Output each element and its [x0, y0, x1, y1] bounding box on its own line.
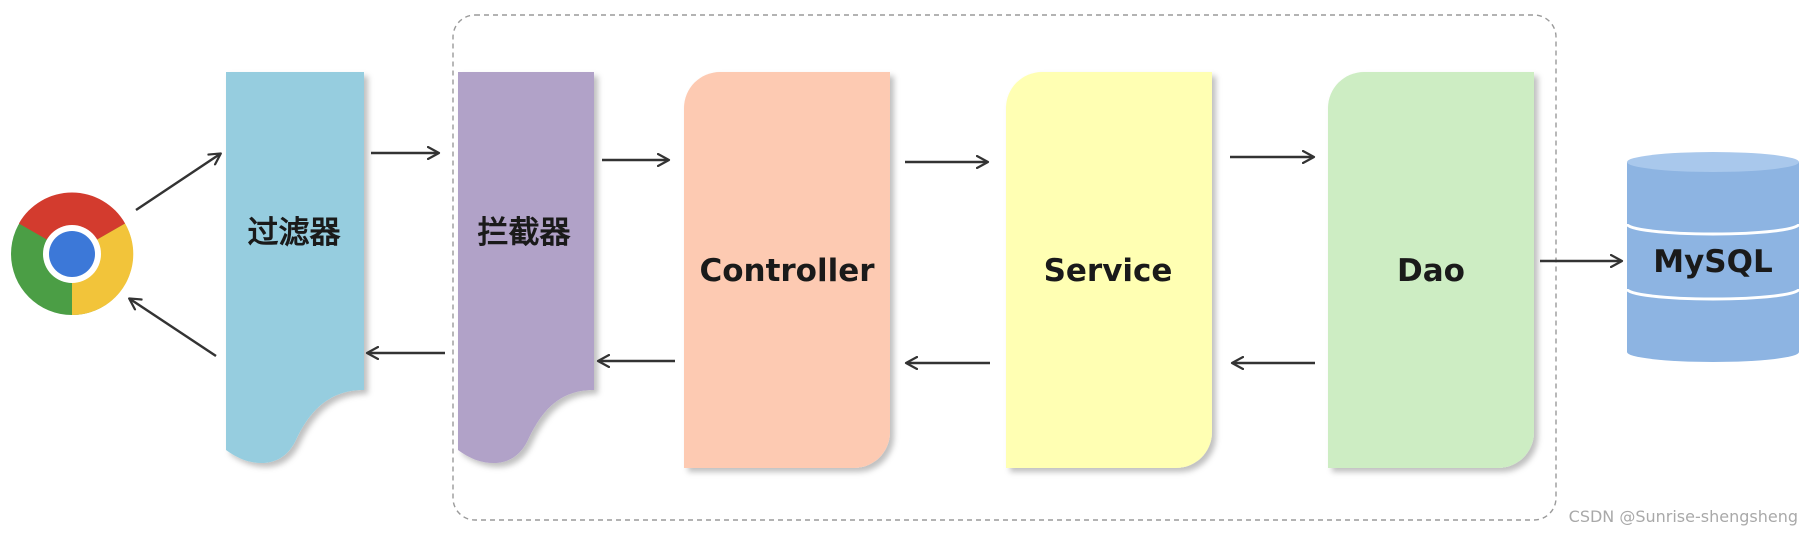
arrow-filter-to-browser	[130, 299, 217, 358]
filter-block	[226, 72, 364, 464]
request-arrows	[135, 153, 1621, 261]
mysql-database: MySQL	[1625, 152, 1801, 362]
service-block	[1006, 72, 1212, 468]
arrow-browser-to-filter	[135, 154, 220, 212]
controller-label: Controller	[699, 253, 875, 289]
service-label: Service	[1044, 253, 1173, 289]
spring-container-boundary	[452, 14, 1557, 521]
dao-block	[1328, 72, 1534, 468]
interceptor-block	[458, 72, 594, 464]
database-cylinder-icon	[1625, 152, 1801, 362]
chrome-browser-icon	[11, 192, 134, 316]
filter-label: 过滤器	[248, 215, 342, 251]
csdn-watermark: CSDN @Sunrise-shengsheng	[1568, 507, 1798, 526]
response-arrows	[130, 299, 1315, 363]
controller-block	[684, 72, 890, 468]
mysql-label: MySQL	[1653, 244, 1773, 280]
interceptor-label: 拦截器	[478, 215, 572, 251]
dao-label: Dao	[1397, 253, 1465, 289]
